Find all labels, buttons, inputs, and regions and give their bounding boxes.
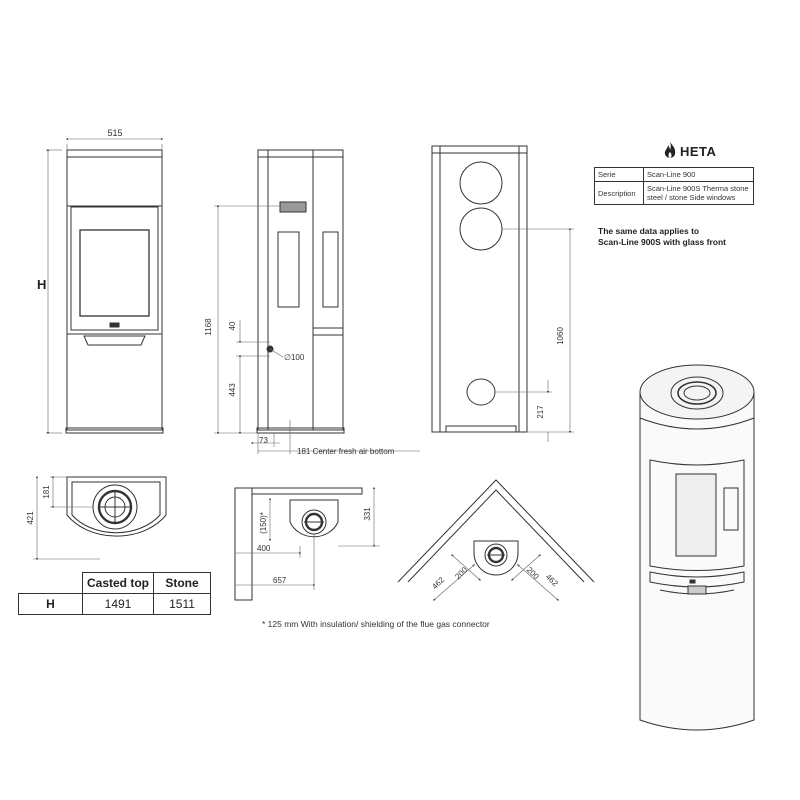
front-top-plate bbox=[66, 149, 163, 158]
render-top bbox=[639, 364, 755, 420]
corner-flue-ring bbox=[484, 543, 508, 567]
corner-wall-outer bbox=[397, 479, 595, 583]
wall-horizontal bbox=[235, 487, 363, 495]
side-73-label: 73 bbox=[259, 436, 268, 445]
top-outline bbox=[66, 476, 167, 537]
info-row-serie: Serie Scan-Line 900 bbox=[594, 167, 754, 182]
height-table-header: Casted top Stone bbox=[18, 572, 211, 594]
header-cell: Stone bbox=[153, 572, 211, 594]
side-view bbox=[214, 149, 420, 454]
side-40-label: 40 bbox=[228, 321, 237, 330]
corner-462-left-label: 462 bbox=[430, 575, 446, 591]
top-421-label: 421 bbox=[26, 511, 35, 525]
back-middle-opening bbox=[459, 207, 503, 251]
back-1060-label: 1060 bbox=[556, 327, 565, 345]
back-view bbox=[431, 145, 574, 442]
front-ash-drawer-handle bbox=[83, 335, 146, 346]
brand-name: HETA bbox=[680, 143, 717, 159]
corner-462-right-label: 462 bbox=[544, 572, 560, 588]
wall-657-label: 657 bbox=[273, 576, 287, 585]
height-table: Casted top Stone H 1491 1511 bbox=[18, 572, 211, 615]
side-height-label: 1168 bbox=[204, 318, 213, 336]
wall-stove-outline bbox=[289, 499, 339, 538]
info-key: Serie bbox=[594, 167, 644, 182]
corner-placement-view bbox=[397, 479, 595, 601]
applies-note: The same data applies to Scan-Line 900S … bbox=[598, 226, 778, 248]
front-height-label: H bbox=[37, 277, 46, 292]
side-181-label: 181 Center fresh air bottom bbox=[297, 447, 395, 456]
back-body bbox=[431, 145, 528, 433]
side-door-profile bbox=[322, 231, 339, 308]
wall-331-label: 331 bbox=[363, 507, 372, 521]
flame-logo-icon bbox=[664, 142, 676, 158]
render-flue-ring bbox=[670, 376, 724, 410]
info-value: Scan-Line 900 bbox=[643, 167, 754, 182]
side-flue-diameter-label: ∅100 bbox=[284, 353, 305, 362]
product-info-table: Serie Scan-Line 900 Description Scan-Lin… bbox=[594, 167, 754, 205]
front-glass-window bbox=[79, 229, 150, 317]
render-side-window bbox=[723, 487, 739, 531]
top-flue-outlet bbox=[279, 201, 307, 213]
row-label: H bbox=[18, 593, 83, 615]
corner-200-left-label: 200 bbox=[453, 565, 469, 581]
back-217-label: 217 bbox=[536, 405, 545, 419]
back-upper-opening bbox=[459, 161, 503, 205]
side-443-label: 443 bbox=[228, 383, 237, 397]
stove-3d-render bbox=[639, 364, 755, 731]
back-fresh-air-opening bbox=[466, 378, 496, 406]
front-view bbox=[46, 137, 164, 435]
wall-150-label: (150)* bbox=[259, 512, 268, 534]
render-door bbox=[649, 459, 745, 571]
front-base bbox=[65, 427, 164, 434]
note-line-2: Scan-Line 900S with glass front bbox=[598, 237, 727, 247]
front-width-label: 515 bbox=[107, 128, 122, 138]
side-window bbox=[277, 231, 300, 308]
height-table-row: H 1491 1511 bbox=[18, 593, 211, 615]
wall-placement-view bbox=[234, 486, 380, 601]
header-cell: Casted top bbox=[82, 572, 154, 594]
wall-400-label: 400 bbox=[257, 544, 271, 553]
top-view bbox=[33, 475, 167, 561]
footnote: * 125 mm With insulation/ shielding of t… bbox=[262, 619, 490, 629]
info-row-description: Description Scan-Line 900S Therma stone … bbox=[594, 181, 754, 205]
front-logo-plate bbox=[109, 322, 120, 328]
corner-wall-inner bbox=[407, 489, 585, 583]
top-181-label: 181 bbox=[42, 485, 51, 499]
info-key: Description bbox=[594, 181, 644, 205]
brand-logo: HETA bbox=[662, 141, 716, 161]
row-cell: 1511 bbox=[153, 593, 211, 615]
corner-stove-outline bbox=[473, 540, 519, 576]
render-glass bbox=[675, 473, 717, 557]
corner-200-right-label: 200 bbox=[525, 565, 541, 581]
front-door-frame bbox=[70, 206, 159, 331]
side-body bbox=[257, 149, 344, 431]
note-line-1: The same data applies to bbox=[598, 226, 700, 236]
front-body bbox=[66, 149, 163, 431]
wall-vertical bbox=[234, 487, 253, 601]
info-value: Scan-Line 900S Therma stone steel / ston… bbox=[643, 181, 754, 205]
row-cell: 1491 bbox=[82, 593, 154, 615]
header-cell bbox=[18, 572, 83, 594]
